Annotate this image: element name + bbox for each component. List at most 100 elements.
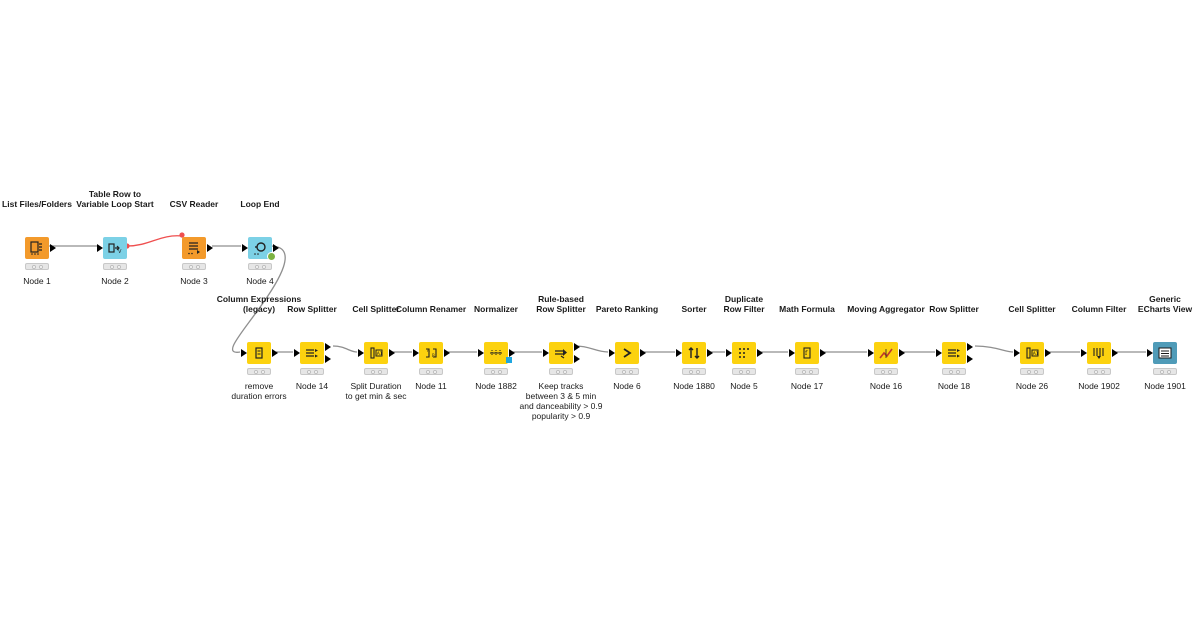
- output-port[interactable]: [899, 349, 905, 357]
- input-port[interactable]: [413, 349, 419, 357]
- input-port[interactable]: [294, 349, 300, 357]
- column-expressions-icon: [255, 347, 263, 359]
- node-status-indicator: [247, 368, 271, 375]
- output-port[interactable]: [1045, 349, 1051, 357]
- node-title: Cell Splitter: [1008, 304, 1056, 314]
- input-port[interactable]: [676, 349, 682, 357]
- folder-list-icon: [30, 241, 42, 255]
- output-port[interactable]: [757, 349, 763, 357]
- node-icon-box[interactable]: [484, 342, 508, 364]
- input-port[interactable]: [97, 244, 103, 252]
- node-title: Column Expressions (legacy): [216, 294, 302, 314]
- input-port[interactable]: [609, 349, 615, 357]
- node-icon-box[interactable]: [182, 237, 206, 259]
- node-icon-box[interactable]: [732, 342, 756, 364]
- output-port-bottom[interactable]: [574, 355, 580, 363]
- node-caption: Node 14: [295, 381, 329, 391]
- output-port[interactable]: [207, 244, 213, 252]
- node-icon-box[interactable]: V: [103, 237, 127, 259]
- node-icon-box[interactable]: [874, 342, 898, 364]
- node-title: CSV Reader: [169, 199, 219, 209]
- normalizer-icon: [490, 350, 502, 356]
- node-title: Loop End: [240, 199, 280, 209]
- sorter-icon: [688, 347, 700, 359]
- flowvar-port-in-n3[interactable]: [179, 232, 185, 238]
- node-status-indicator: [300, 368, 324, 375]
- node-caption: Node 3: [180, 276, 208, 286]
- node-icon-box[interactable]: [1153, 342, 1177, 364]
- column-renamer-icon: AB: [426, 348, 437, 358]
- input-port[interactable]: [1147, 349, 1153, 357]
- input-port[interactable]: [1014, 349, 1020, 357]
- node-icon-box[interactable]: [1087, 342, 1111, 364]
- input-port[interactable]: [789, 349, 795, 357]
- echarts-view-icon: [1158, 347, 1172, 359]
- node-status-indicator: [874, 368, 898, 375]
- node-title: Table Row to Variable Loop Start: [76, 189, 154, 209]
- flowvar-connection-n2-n3[interactable]: [126, 235, 183, 247]
- output-port[interactable]: [509, 349, 515, 357]
- node-icon-box[interactable]: [247, 342, 271, 364]
- node-icon-box[interactable]: [942, 342, 966, 364]
- node-icon-box[interactable]: A1: [1020, 342, 1044, 364]
- output-port[interactable]: [707, 349, 713, 357]
- node-status-indicator: [942, 368, 966, 375]
- node-caption: Node 1882: [475, 381, 517, 391]
- output-port-top[interactable]: [574, 343, 580, 351]
- output-port[interactable]: [640, 349, 646, 357]
- node-title: Rule-based Row Splitter: [536, 294, 586, 314]
- node-title: List Files/Folders: [2, 199, 72, 209]
- input-port[interactable]: [241, 349, 247, 357]
- model-port[interactable]: [506, 357, 512, 363]
- node-title: Math Formula: [779, 304, 835, 314]
- node-title: Pareto Ranking: [595, 304, 659, 314]
- output-port[interactable]: [272, 349, 278, 357]
- node-title: Moving Aggregator: [847, 304, 925, 314]
- connection-n10-n11[interactable]: [575, 345, 609, 353]
- node-caption: Node 5: [730, 381, 758, 391]
- connection-n6-n7[interactable]: [332, 345, 358, 353]
- node-icon-box[interactable]: f: [795, 342, 819, 364]
- node-icon-box[interactable]: [248, 237, 272, 259]
- output-port[interactable]: [273, 244, 279, 252]
- output-port[interactable]: [444, 349, 450, 357]
- node-status-indicator: [1087, 368, 1111, 375]
- output-port-bottom[interactable]: [967, 355, 973, 363]
- duplicate-filter-icon: [739, 348, 749, 358]
- node-icon-box[interactable]: A1: [364, 342, 388, 364]
- node-icon-box[interactable]: [682, 342, 706, 364]
- output-port-bottom[interactable]: [325, 355, 331, 363]
- node-icon-box[interactable]: [615, 342, 639, 364]
- node-status-indicator: [615, 368, 639, 375]
- output-port[interactable]: [820, 349, 826, 357]
- node-title: Normalizer: [474, 304, 518, 314]
- node-title: Column Renamer: [395, 304, 467, 314]
- svg-text:V: V: [118, 249, 122, 255]
- node-caption: Node 1: [23, 276, 51, 286]
- input-port[interactable]: [242, 244, 248, 252]
- output-port-top[interactable]: [325, 343, 331, 351]
- input-port[interactable]: [358, 349, 364, 357]
- input-port[interactable]: [478, 349, 484, 357]
- node-icon-box[interactable]: [549, 342, 573, 364]
- connection-n16-n17[interactable]: [974, 345, 1014, 353]
- node-icon-box[interactable]: [300, 342, 324, 364]
- node-status-indicator: [484, 368, 508, 375]
- node-caption: Node 1902: [1078, 381, 1120, 391]
- node-title: Sorter: [681, 304, 707, 314]
- output-port[interactable]: [1112, 349, 1118, 357]
- connection-n4-n5[interactable]: [232, 245, 286, 353]
- node-icon-box[interactable]: [25, 237, 49, 259]
- input-port[interactable]: [936, 349, 942, 357]
- input-port[interactable]: [726, 349, 732, 357]
- output-port-top[interactable]: [967, 343, 973, 351]
- output-port[interactable]: [50, 244, 56, 252]
- output-port[interactable]: [389, 349, 395, 357]
- node-caption: Node 16: [869, 381, 903, 391]
- input-port[interactable]: [1081, 349, 1087, 357]
- input-port[interactable]: [543, 349, 549, 357]
- input-port[interactable]: [868, 349, 874, 357]
